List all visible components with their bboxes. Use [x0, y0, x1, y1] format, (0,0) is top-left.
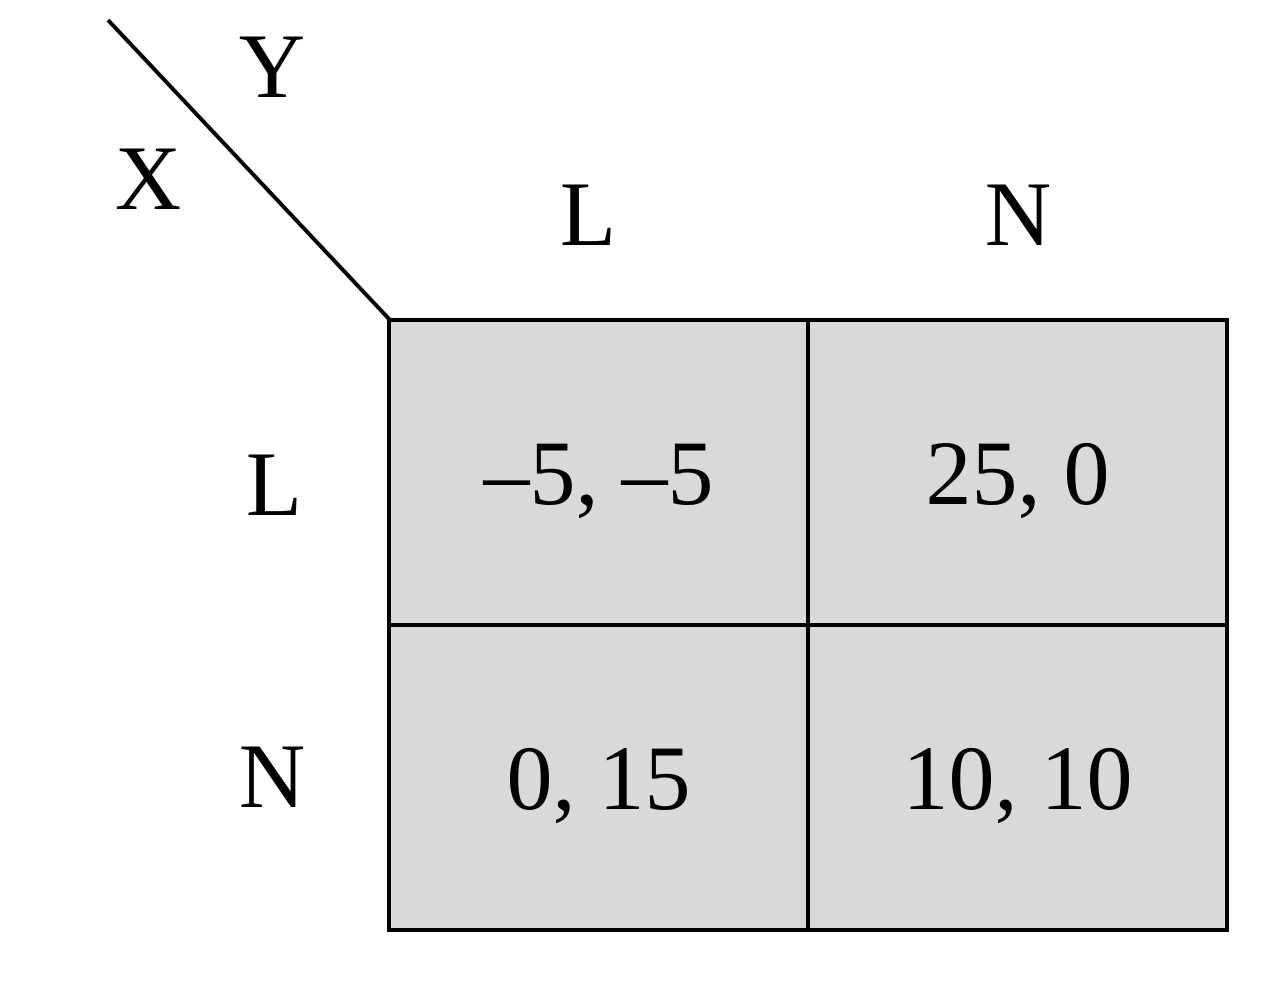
row-header-N: N — [238, 725, 306, 827]
row-player-label: X — [114, 127, 182, 229]
payoff-cell-L-N: 25, 0 — [810, 322, 1225, 623]
payoff-cell-N-L: 0, 15 — [391, 627, 806, 928]
column-header-L: L — [559, 163, 617, 265]
payoff-cell-N-N: 10, 10 — [810, 627, 1225, 928]
payoff-cell-L-L: –5, –5 — [391, 322, 806, 623]
payoff-matrix: –5, –5 25, 0 0, 15 10, 10 — [387, 318, 1229, 932]
column-header-N: N — [984, 163, 1052, 265]
row-header-L: L — [245, 433, 303, 535]
column-player-label: Y — [238, 15, 306, 117]
